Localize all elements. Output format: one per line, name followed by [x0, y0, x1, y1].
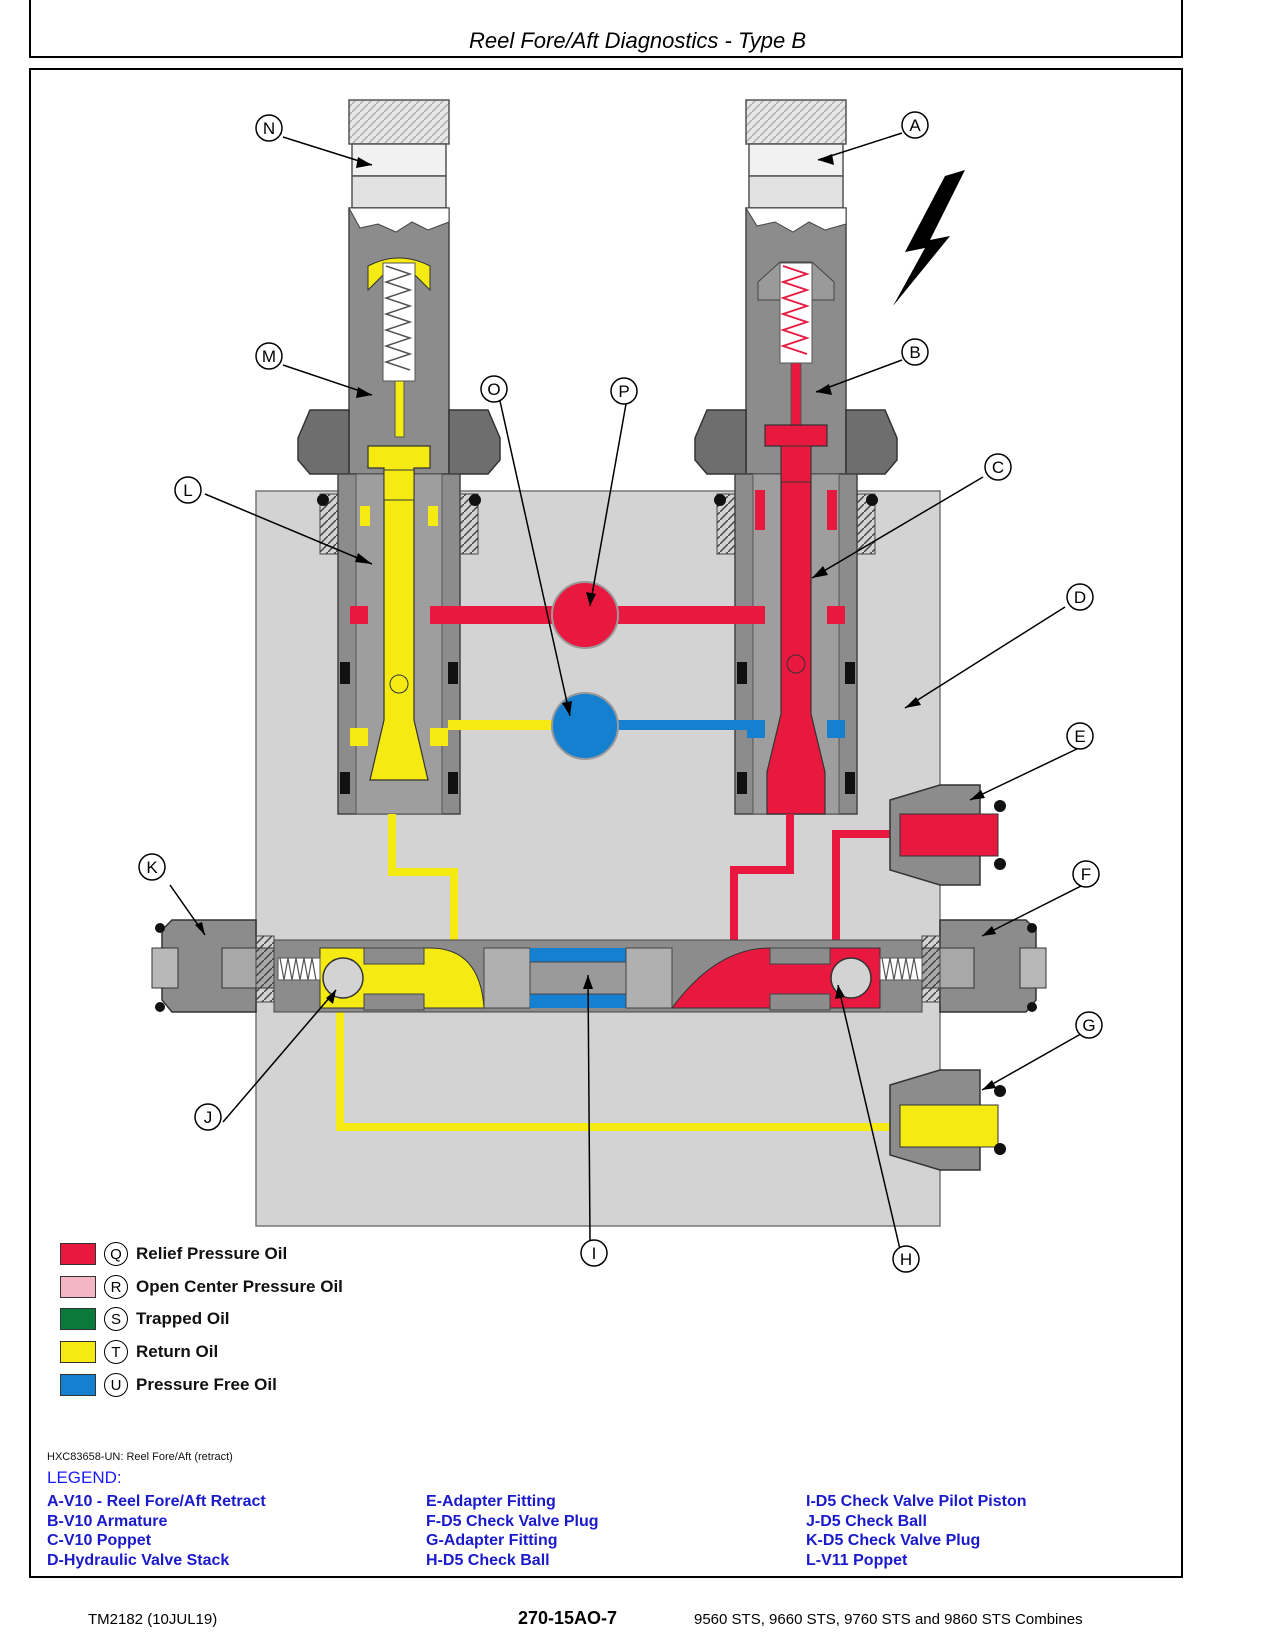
legend-label-pressure-free: Pressure Free Oil [136, 1375, 277, 1394]
legend-heading: LEGEND: [47, 1468, 122, 1487]
legend-key-item: I-D5 Check Valve Pilot Piston [806, 1493, 1027, 1510]
legend-key-column-1: A-V10 - Reel Fore/Aft Retract B-V10 Arma… [47, 1492, 266, 1570]
legend-row-trapped: S Trapped Oil [60, 1305, 230, 1333]
svg-text:H: H [900, 1250, 912, 1269]
footer-models: 9560 STS, 9660 STS, 9760 STS and 9860 ST… [694, 1611, 1083, 1628]
legend-key-item: B-V10 Armature [47, 1512, 168, 1530]
legend-key-q: Q [104, 1242, 128, 1266]
legend-key-item: E-Adapter Fitting [426, 1493, 556, 1510]
legend-key-item: G-Adapter Fitting [426, 1532, 558, 1549]
callout-a: A [901, 111, 929, 139]
callout-b: B [901, 338, 929, 366]
legend-label-trapped: Trapped Oil [136, 1309, 230, 1328]
svg-text:F: F [1081, 865, 1091, 884]
gauge-p [551, 581, 619, 649]
legend-row-pressure-free: U Pressure Free Oil [60, 1371, 277, 1399]
callout-o: O [480, 375, 508, 403]
legend-key-item: D-Hydraulic Valve Stack [47, 1551, 230, 1569]
callout-k: K [138, 853, 166, 881]
svg-text:P: P [618, 382, 629, 401]
swatch-relief [60, 1243, 96, 1265]
callout-i: I [580, 1239, 608, 1267]
legend-key-s: S [104, 1307, 128, 1331]
callout-f: F [1072, 860, 1100, 888]
main-frame [29, 68, 1183, 1578]
svg-text:D: D [1074, 588, 1086, 607]
swatch-trapped [60, 1308, 96, 1330]
legend-key-item: H-D5 Check Ball [426, 1551, 550, 1569]
svg-text:L: L [183, 481, 192, 500]
legend-key-column-3: I-D5 Check Valve Pilot Piston J-D5 Check… [806, 1492, 1027, 1570]
callout-e: E [1066, 722, 1094, 750]
svg-text:A: A [909, 116, 921, 135]
svg-text:J: J [204, 1108, 213, 1127]
callout-l: L [174, 476, 202, 504]
callout-m: M [255, 342, 283, 370]
svg-text:K: K [146, 858, 158, 877]
legend-label-return: Return Oil [136, 1342, 219, 1361]
legend-key-item: C-V10 Poppet [47, 1532, 152, 1549]
right-solenoid-valve [694, 99, 898, 815]
legend-label-relief: Relief Pressure Oil [136, 1244, 288, 1263]
legend-key-item: L-V11 Poppet [806, 1551, 908, 1569]
svg-text:I: I [592, 1244, 597, 1263]
footer-manual-id: TM2182 (10JUL19) [88, 1611, 218, 1628]
svg-text:O: O [487, 380, 500, 399]
footer-page-number: 270-15AO-7 [518, 1608, 618, 1628]
figure-id: HXC83658-UN: Reel Fore/Aft (retract) [47, 1451, 233, 1463]
legend-key-r: R [104, 1275, 128, 1299]
legend-key-u: U [104, 1373, 128, 1397]
swatch-pressure-free [60, 1374, 96, 1396]
callout-j: J [194, 1103, 222, 1131]
legend-row-return: T Return Oil [60, 1338, 218, 1366]
title-frame [29, 0, 1183, 58]
legend-key-column-2: E-Adapter Fitting F-D5 Check Valve Plug … [426, 1492, 599, 1570]
adapter-fitting-e [889, 784, 1006, 886]
energized-bolt-icon [893, 170, 965, 306]
svg-text:N: N [263, 119, 275, 138]
legend-key-t: T [104, 1340, 128, 1364]
page-title: Reel Fore/Aft Diagnostics - Type B [468, 28, 807, 53]
legend-key-item: F-D5 Check Valve Plug [426, 1512, 599, 1530]
left-solenoid-valve [297, 99, 501, 815]
svg-text:B: B [909, 343, 920, 362]
leader-lines [169, 132, 1087, 1263]
callout-g: G [1075, 1011, 1103, 1039]
callouts: N A M B O P L C D E F K G J I H [138, 111, 1103, 1273]
leader-arrowheads [195, 154, 996, 1090]
svg-text:E: E [1074, 727, 1085, 746]
swatch-return [60, 1341, 96, 1363]
callout-h: H [892, 1245, 920, 1273]
legend-row-open-center: R Open Center Pressure Oil [60, 1273, 343, 1301]
svg-text:C: C [992, 458, 1004, 477]
gauge-o [551, 692, 619, 760]
callout-c: C [984, 453, 1012, 481]
callout-n: N [255, 114, 283, 142]
legend-key-item: A-V10 - Reel Fore/Aft Retract [47, 1493, 266, 1510]
legend-key-item: K-D5 Check Valve Plug [806, 1532, 981, 1549]
adapter-fitting-g [889, 1069, 1006, 1171]
callout-p: P [610, 377, 638, 405]
svg-text:M: M [262, 347, 276, 366]
legend-row-relief: Q Relief Pressure Oil [60, 1240, 287, 1268]
legend-key-item: J-D5 Check Ball [806, 1512, 927, 1530]
check-valve-assembly [151, 919, 1047, 1013]
legend-label-open-center: Open Center Pressure Oil [136, 1277, 343, 1296]
svg-text:G: G [1082, 1016, 1095, 1035]
swatch-open-center [60, 1276, 96, 1298]
callout-d: D [1066, 583, 1094, 611]
